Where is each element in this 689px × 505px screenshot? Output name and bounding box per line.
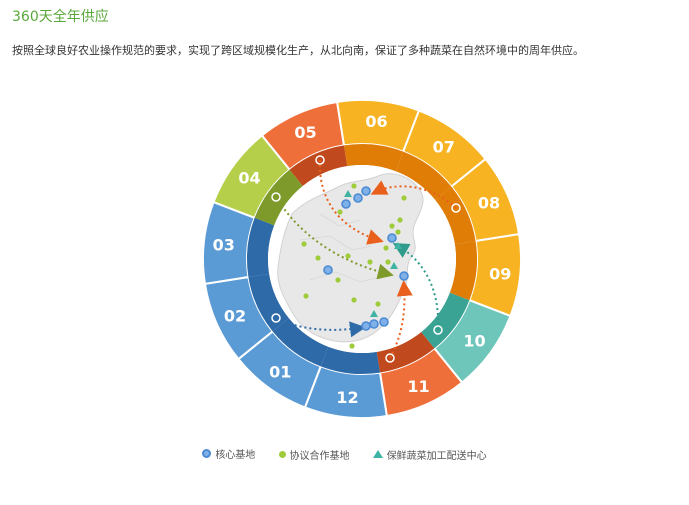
distribution-center-marker: [344, 190, 352, 197]
partner-base-marker: [335, 277, 341, 283]
distribution-center-marker: [390, 262, 398, 269]
inner-segment-05: [289, 145, 348, 186]
china-map-shape: [277, 173, 424, 343]
partner-base-marker: [351, 183, 357, 189]
partner-base-marker: [383, 245, 389, 251]
inner-segment-09: [449, 241, 477, 301]
core-base-icon: [202, 449, 212, 458]
partner-base-marker: [375, 301, 381, 307]
month-label-01: 01: [269, 362, 291, 381]
outer-month-ring: [202, 99, 522, 419]
distribution-center-marker: [394, 242, 402, 249]
month-label-07: 07: [433, 138, 455, 157]
core-base-marker: [323, 265, 333, 275]
ring-origin-dot: [433, 325, 443, 335]
supply-flow-arrows: [275, 159, 457, 359]
distribution-center-icon: [372, 450, 383, 458]
core-base-marker: [387, 233, 397, 243]
partner-base-marker: [395, 229, 401, 235]
inner-segment-12: [320, 346, 380, 374]
month-label-10: 10: [463, 332, 485, 351]
month-label-11: 11: [407, 377, 429, 396]
page-description: 按照全球良好农业操作规范的要求，实现了跨区域规模化生产，从北向南，保证了多种蔬菜…: [12, 44, 584, 57]
ring-origin-dot: [271, 313, 281, 323]
inner-segment-10: [421, 292, 470, 349]
core-base-marker: [399, 271, 409, 281]
ring-origin-dots: [271, 155, 461, 363]
inner-segment-08: [435, 186, 476, 245]
month-label-05: 05: [294, 123, 316, 142]
partner-base-marker: [367, 259, 373, 265]
core-base-marker: [353, 193, 363, 203]
partner-base-marker: [315, 255, 321, 261]
month-labels: 01 02 03 04 05 06 07 08 09 10 11 12: [213, 112, 512, 407]
partner-base-marker: [349, 343, 355, 349]
supply-ring-diagram: 01 02 03 04 05 06 07 08 09 10 11 12: [202, 99, 522, 419]
partner-base-marker: [351, 297, 357, 303]
inner-segment-02: [248, 273, 289, 332]
legend-item-center: 保鲜蔬菜加工配送中心: [372, 447, 487, 462]
partner-base-marker: [397, 217, 403, 223]
partner-base-marker: [401, 195, 407, 201]
partner-base-marker: [303, 293, 309, 299]
month-label-06: 06: [365, 112, 387, 131]
china-map: [268, 165, 456, 353]
inner-segment-06: [344, 144, 404, 172]
flow-arrow-10: [392, 243, 440, 331]
month-label-04: 04: [238, 168, 260, 187]
distribution-center-marker: [370, 310, 378, 317]
ring-origin-dot: [385, 353, 395, 363]
core-base-marker: [369, 319, 379, 329]
month-label-03: 03: [213, 235, 235, 254]
inner-month-ring: [247, 144, 477, 374]
core-base-marker: [341, 199, 351, 209]
flow-arrow-02: [275, 317, 366, 338]
partner-base-marker: [301, 241, 307, 247]
inner-segment-03: [247, 217, 275, 277]
flow-arrow-11: [389, 280, 413, 359]
core-base-marker: [361, 186, 371, 196]
inner-segment-07: [395, 151, 452, 200]
month-label-12: 12: [336, 388, 358, 407]
flow-arrow-04: [275, 196, 394, 280]
month-label-02: 02: [224, 307, 246, 326]
map-inner-lines: [299, 213, 385, 283]
month-label-08: 08: [478, 193, 500, 212]
inner-segment-04: [254, 169, 303, 226]
partner-base-marker: [337, 209, 343, 215]
page-title: 360天全年供应: [12, 9, 109, 25]
flow-arrow-08: [370, 180, 457, 209]
legend-item-partner: 协议合作基地: [278, 447, 350, 462]
partner-base-marker: [345, 253, 351, 259]
month-label-09: 09: [489, 265, 511, 284]
partner-base-marker: [389, 223, 395, 229]
legend-item-core: 核心基地: [202, 446, 255, 461]
ring-origin-dot: [451, 203, 461, 213]
inner-segment-01: [272, 318, 329, 367]
legend: 核心基地 协议合作基地 保鲜蔬菜加工配送中心: [0, 446, 689, 462]
partner-base-marker: [385, 259, 391, 265]
base-markers: [301, 183, 409, 349]
partner-base-icon: [278, 451, 286, 458]
core-base-marker: [361, 321, 371, 331]
core-base-marker: [379, 317, 389, 327]
ring-origin-dot: [315, 155, 325, 165]
ring-origin-dot: [271, 192, 281, 202]
